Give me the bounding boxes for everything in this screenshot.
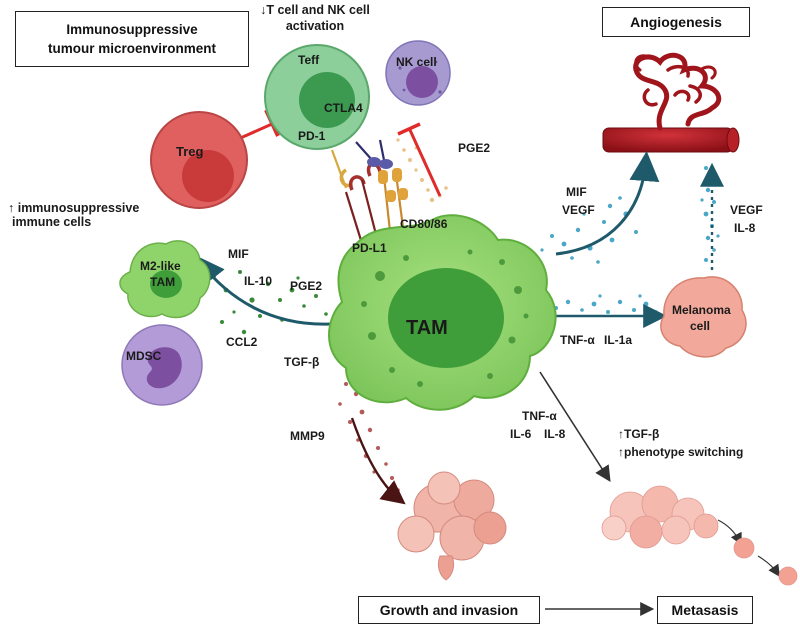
pge2-inhibit xyxy=(408,129,442,197)
angiogenesis-box: Angiogenesis xyxy=(602,7,750,37)
tnfa-right-label: TNF-α xyxy=(560,333,595,347)
melanoma-cell xyxy=(660,276,747,358)
vegf-right-label: VEGF xyxy=(562,203,595,217)
immuno-title-line2: tumour microenvironment xyxy=(47,41,217,56)
treg-label: Treg xyxy=(176,144,204,159)
melanoma-label-2: cell xyxy=(690,319,710,333)
receptor-ligand-pairs xyxy=(330,139,408,251)
il8-vertical-label: IL-8 xyxy=(734,221,756,235)
stream-tnfa-il1a xyxy=(554,294,658,314)
mif-left-label: MIF xyxy=(228,247,249,261)
tnfa-bottom-label: TNF-α xyxy=(522,409,557,423)
left-note-line1: ↑ immunosuppressive xyxy=(8,201,139,215)
il6-label: IL-6 xyxy=(510,427,532,441)
teff-label: Teff xyxy=(298,53,320,67)
pd1-label: PD-1 xyxy=(298,129,326,143)
nk-cell xyxy=(385,40,451,106)
il8-bottom-label: IL-8 xyxy=(544,427,566,441)
teff-cell xyxy=(264,44,370,150)
tumour-growth-cluster xyxy=(397,471,507,581)
pge2-left-label: PGE2 xyxy=(290,279,322,293)
tam-label: TAM xyxy=(406,317,448,339)
arrows xyxy=(194,151,780,616)
cd80-label: CD80/86 xyxy=(400,217,448,231)
stream-vegf-il8 xyxy=(700,166,720,262)
blood-vessel-icon xyxy=(602,52,740,153)
phenotype-label: ↑phenotype switching xyxy=(618,445,743,459)
nk-label: NK cell xyxy=(396,55,437,69)
arrow-to-metastasis xyxy=(539,371,611,483)
immunosuppressive-title-box: Immunosuppressive tumour microenvironmen… xyxy=(15,11,249,67)
pdl1-label: PD-L1 xyxy=(352,241,387,255)
mdsc-label: MDSC xyxy=(126,349,162,363)
angiogenesis-label: Angiogenesis xyxy=(630,14,722,30)
melanoma-label-1: Melanoma xyxy=(672,303,731,317)
mdsc-cell xyxy=(121,324,203,406)
metastasis-cluster xyxy=(601,485,798,586)
m2-label-2: TAM xyxy=(150,275,175,289)
il10-label: IL-10 xyxy=(244,274,272,288)
arrow-meta-cell-1 xyxy=(717,519,742,546)
mmp9-label: MMP9 xyxy=(290,429,325,443)
top-note-line1: ↓T cell and NK cell xyxy=(260,3,370,17)
il1a-label: IL-1a xyxy=(604,333,632,347)
tgfb-meta-label: ↑TGF-β xyxy=(618,427,659,441)
labels: ↓T cell and NK cell activation ↑ immunos… xyxy=(8,3,763,459)
ctla4-label: CTLA4 xyxy=(324,101,363,115)
tgfb-left-label: TGF-β xyxy=(284,355,319,369)
arrow-to-m2 xyxy=(194,254,331,326)
ccl2-label: CCL2 xyxy=(226,335,258,349)
growth-invasion-box: Growth and invasion xyxy=(358,596,540,624)
tam-cell xyxy=(328,214,557,411)
arrow-meta-cell-2 xyxy=(757,555,780,577)
m2-tam-cell xyxy=(119,240,211,319)
arrow-to-angiogenesis xyxy=(555,151,660,256)
top-note-line2: activation xyxy=(286,19,344,33)
metastasis-box: Metasasis xyxy=(657,596,753,624)
immuno-title-line1: Immunosuppressive xyxy=(66,22,198,37)
mif-right-label: MIF xyxy=(566,185,587,199)
pge2-top-label: PGE2 xyxy=(458,141,490,155)
vegf-vertical-label: VEGF xyxy=(730,203,763,217)
growth-invasion-label: Growth and invasion xyxy=(379,602,519,618)
left-note-line2: immune cells xyxy=(12,215,91,229)
treg-cell xyxy=(150,111,248,209)
stream-mif-vegf xyxy=(540,196,638,264)
arrow-to-growth xyxy=(350,417,406,505)
metastasis-label: Metasasis xyxy=(671,602,739,618)
m2-label-1: M2-like xyxy=(140,259,181,273)
